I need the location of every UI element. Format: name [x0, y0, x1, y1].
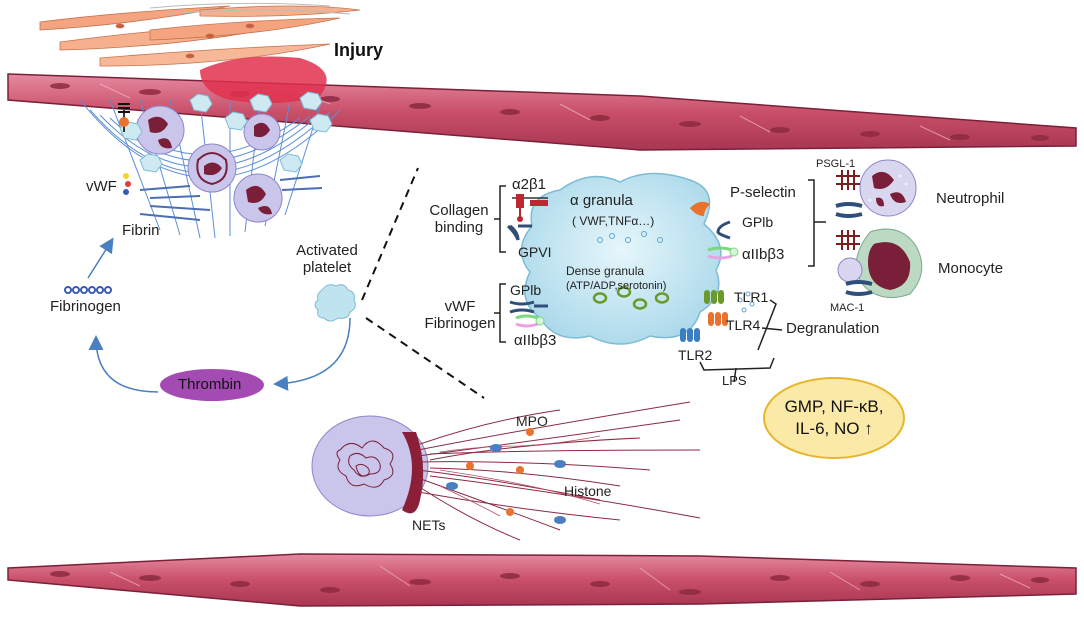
injury-label: Injury: [334, 40, 384, 60]
net-neutrophil: [311, 415, 429, 517]
net-proteins: [446, 428, 566, 524]
collagen-bracket: [494, 185, 506, 253]
vwf-fibrinogen-label: vWF Fibrinogen: [424, 298, 496, 332]
fibrin-strands: [139, 175, 323, 221]
fibrinogen-label: Fibrinogen: [50, 298, 121, 315]
smooth-muscle-fibers: [39, 2, 361, 67]
aiib3-right-label: αIIbβ3: [742, 246, 785, 263]
gplb-right-receptor: [716, 220, 731, 240]
p-selectin-receptor: [690, 201, 710, 216]
thrombin-oval: [160, 369, 264, 401]
net-strands: [417, 401, 701, 541]
histone-label: Histone: [564, 483, 612, 499]
thrombin-label: Thrombin: [178, 376, 242, 393]
alpha-granules: [597, 231, 663, 243]
arrow-fibrinogen-to-fibrin: [87, 237, 114, 279]
lps-bracket: [699, 357, 775, 383]
cytokine-line1: GMP, NF-κB,: [784, 397, 884, 416]
zoom-line-lower: [365, 317, 485, 399]
degranulation-label: Degranulation: [786, 320, 880, 337]
neutrophil-cell: [859, 159, 917, 217]
neutrophil-label: Neutrophil: [936, 190, 1005, 207]
fibrinogen-icon: [64, 286, 112, 294]
cell-bracket: [808, 179, 826, 267]
injury-site: [200, 56, 327, 104]
degranulation-dots: [737, 291, 755, 313]
mac1-label: MAC-1: [830, 302, 865, 314]
fibrin-label: Fibrin: [122, 222, 160, 239]
degranulation-bracket: [757, 299, 783, 351]
zoom-line-upper: [361, 167, 419, 301]
vwf-symbol: [118, 103, 131, 195]
gpvi-label: GPVI: [518, 244, 552, 260]
tlr1-label: TLR1: [734, 289, 769, 305]
mpo-label: MPO: [516, 413, 548, 429]
dense-contents-label: (ATP/ADP,serotonin): [566, 280, 667, 292]
neutrophil-mac1: [835, 202, 863, 218]
aiib3-right-receptor: [707, 246, 739, 260]
aiib3-left-label: αIIbβ3: [514, 332, 557, 349]
tlr4-label: TLR4: [726, 317, 761, 333]
gplb-left-label: GPlb: [510, 282, 542, 298]
gpvi-receptor: [506, 224, 532, 241]
activated-platelet-line1: Activated: [296, 242, 358, 259]
activated-platelet-icon: [314, 284, 356, 322]
alpha-granula-label: α granula: [570, 192, 633, 209]
cytokine-bubble: [763, 377, 905, 459]
a2b1-receptor: [512, 194, 548, 222]
psgl1-receptor: [836, 170, 860, 190]
monocyte-label: Monocyte: [938, 260, 1004, 277]
mac1-receptor: [845, 280, 873, 296]
cytokine-label: GMP, NF-κB, IL-6, NO ↑: [774, 396, 894, 440]
clot-leukocytes: [135, 105, 283, 223]
gplb-right-label: GPlb: [742, 214, 774, 230]
a2b1-label: α2β1: [512, 176, 546, 193]
bottom-vessel-wall: [7, 553, 1077, 607]
lps-label: LPS: [722, 373, 747, 388]
tlr4-receptor: [708, 312, 728, 326]
nets-label: NETs: [412, 517, 446, 533]
psgl1-label: PSGL-1: [816, 158, 856, 170]
vwf-fibrinogen-line1: vWF: [444, 298, 476, 315]
tlr2-receptor: [680, 328, 700, 342]
tlr2-label: TLR2: [678, 347, 713, 363]
collagen-binding-line2: binding: [434, 219, 484, 236]
activated-platelet-label: Activated platelet: [282, 242, 372, 276]
gplb-left-receptor: [509, 300, 548, 314]
tlr1-receptor: [704, 290, 724, 304]
dense-granula-label: Dense granula: [566, 264, 645, 278]
arrow-thrombin-to-fibrinogen: [88, 335, 159, 393]
p-selectin-label: P-selectin: [730, 184, 796, 201]
alpha-contents-label: ( VWF,TNFα…): [572, 214, 655, 228]
net-strands-twist: [439, 435, 601, 517]
vwf-label: vWF: [86, 178, 117, 195]
collagen-binding-label: Collagen binding: [424, 202, 494, 236]
collagen-binding-line1: Collagen: [429, 202, 489, 219]
activated-platelet-line2: platelet: [302, 259, 352, 276]
dense-granules: [592, 286, 670, 310]
aiib3-left-receptor: [515, 314, 545, 328]
cytokine-line2: IL-6, NO ↑: [795, 419, 873, 438]
vwf-fibrinogen-line2: Fibrinogen: [424, 315, 496, 332]
vwf-bracket: [494, 283, 506, 343]
monocyte-psgl1: [836, 230, 860, 250]
monocyte-cell: [837, 228, 923, 299]
arrow-platelet-to-thrombin: [273, 317, 351, 391]
